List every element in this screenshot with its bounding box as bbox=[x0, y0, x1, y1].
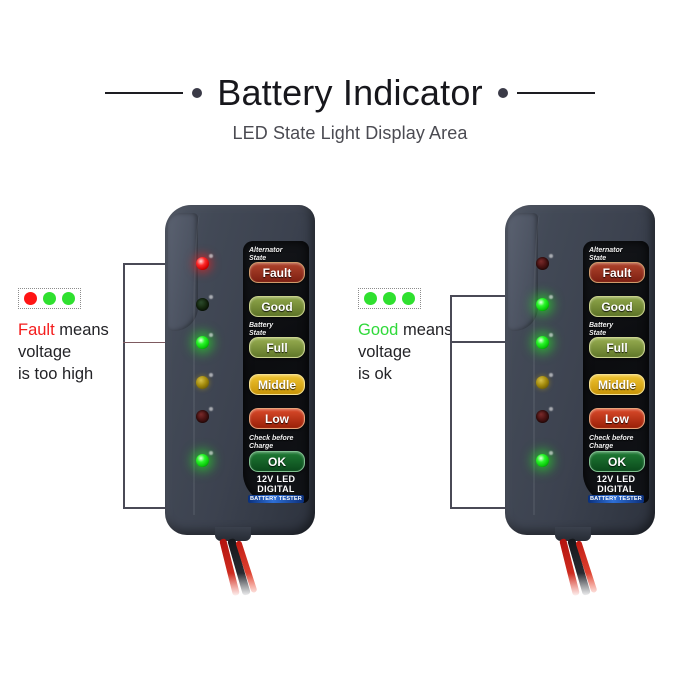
led-alternator-fault bbox=[196, 254, 213, 270]
badge-middle: Middle bbox=[249, 374, 305, 395]
led-alternator-fault bbox=[536, 254, 553, 270]
led-battery-middle bbox=[196, 373, 213, 389]
annotation-left-line1-rest: means bbox=[54, 321, 109, 339]
badge-full: Full bbox=[249, 337, 305, 358]
legend-dot-3 bbox=[402, 292, 415, 305]
led-battery-middle bbox=[536, 373, 553, 389]
page-title: Battery Indicator bbox=[217, 72, 483, 113]
model-line-2: DIGITAL bbox=[257, 484, 295, 494]
display-panel: Alternator State Fault Good Battery Stat… bbox=[583, 241, 649, 503]
badge-low: Low bbox=[249, 408, 305, 429]
model-line-1: 12V LED bbox=[256, 474, 296, 484]
legend-dot-box-left bbox=[18, 288, 81, 309]
device-grip-contour bbox=[533, 215, 551, 515]
led-battery-low bbox=[536, 407, 553, 423]
annotation-right-line2: voltage bbox=[358, 343, 412, 361]
badge-fault: Fault bbox=[249, 262, 305, 283]
badge-ok: OK bbox=[589, 451, 645, 472]
annotation-right: Good means voltage is ok bbox=[358, 288, 518, 385]
bracket-right-arm-mid bbox=[450, 341, 548, 343]
legend-dot-2 bbox=[383, 292, 396, 305]
battery-tester-left: Alternator State Fault Good Battery Stat… bbox=[165, 205, 315, 607]
bracket-left-vertical bbox=[123, 263, 125, 509]
page-subtitle: LED State Light Display Area bbox=[232, 123, 468, 143]
title-decoration-dot-right bbox=[497, 88, 508, 98]
caption-alternator-state: Alternator State bbox=[589, 247, 623, 262]
legend-dot-box-right bbox=[358, 288, 421, 309]
annotation-left-line1: Fault means bbox=[18, 319, 168, 341]
annotation-right-keyword: Good bbox=[358, 321, 399, 339]
annotation-left-keyword: Fault bbox=[18, 321, 55, 339]
title-decoration-line-left bbox=[105, 92, 184, 94]
led-battery-full bbox=[536, 333, 553, 349]
legend-dot-1 bbox=[364, 292, 377, 305]
led-alternator-good bbox=[196, 295, 213, 311]
title-decoration-dot-left bbox=[192, 88, 203, 98]
cable-fade-mask bbox=[535, 573, 615, 607]
legend-dot-1 bbox=[24, 292, 37, 305]
caption-check-before-charge: Check before Charge bbox=[249, 435, 294, 450]
caption-battery-state: Battery State bbox=[589, 322, 614, 337]
cable-plug bbox=[555, 527, 591, 541]
caption-check-before-charge: Check before Charge bbox=[589, 435, 634, 450]
badge-ok: OK bbox=[249, 451, 305, 472]
display-panel: Alternator State Fault Good Battery Stat… bbox=[243, 241, 309, 503]
caption-battery-state: Battery State bbox=[249, 322, 274, 337]
led-check-ok bbox=[196, 451, 213, 467]
led-alternator-good bbox=[536, 295, 553, 311]
badge-good: Good bbox=[249, 296, 305, 317]
legend-dot-2 bbox=[43, 292, 56, 305]
brand-bar: BATTERY TESTER bbox=[248, 495, 304, 503]
annotation-right-text: Good means voltage is ok bbox=[358, 319, 518, 385]
annotation-left-line2: voltage bbox=[18, 343, 72, 361]
led-battery-low bbox=[196, 407, 213, 423]
annotation-right-line3: is ok bbox=[358, 365, 392, 383]
caption-alternator-state: Alternator State bbox=[249, 247, 283, 262]
title-decoration-line-right bbox=[516, 92, 595, 94]
annotation-right-line1-rest: means bbox=[398, 321, 453, 339]
page-header: Battery Indicator LED State Light Displa… bbox=[0, 70, 700, 144]
annotation-left-line3: is too high bbox=[18, 365, 94, 383]
annotation-left-text: Fault means voltage is too high bbox=[18, 319, 168, 385]
badge-good: Good bbox=[589, 296, 645, 317]
bracket-right-vertical bbox=[450, 295, 452, 509]
legend-dot-3 bbox=[62, 292, 75, 305]
cable-plug bbox=[215, 527, 251, 541]
annotation-left: Fault means voltage is too high bbox=[18, 288, 168, 385]
led-battery-full bbox=[196, 333, 213, 349]
model-line-2: DIGITAL bbox=[597, 484, 635, 494]
annotation-right-line1: Good means bbox=[358, 319, 518, 341]
badge-low: Low bbox=[589, 408, 645, 429]
led-check-ok bbox=[536, 451, 553, 467]
badge-middle: Middle bbox=[589, 374, 645, 395]
title-row: Battery Indicator bbox=[0, 70, 700, 116]
bracket-right-arm-bottom bbox=[450, 507, 547, 509]
cable-fade-mask bbox=[195, 573, 275, 607]
badge-full: Full bbox=[589, 337, 645, 358]
model-line-1: 12V LED bbox=[596, 474, 636, 484]
battery-tester-right: Alternator State Fault Good Battery Stat… bbox=[505, 205, 655, 607]
brand-bar: BATTERY TESTER bbox=[588, 495, 644, 503]
bracket-left-arm-top bbox=[123, 263, 205, 265]
bracket-right-arm-top bbox=[450, 295, 548, 297]
badge-fault: Fault bbox=[589, 262, 645, 283]
device-grip-contour bbox=[193, 215, 211, 515]
